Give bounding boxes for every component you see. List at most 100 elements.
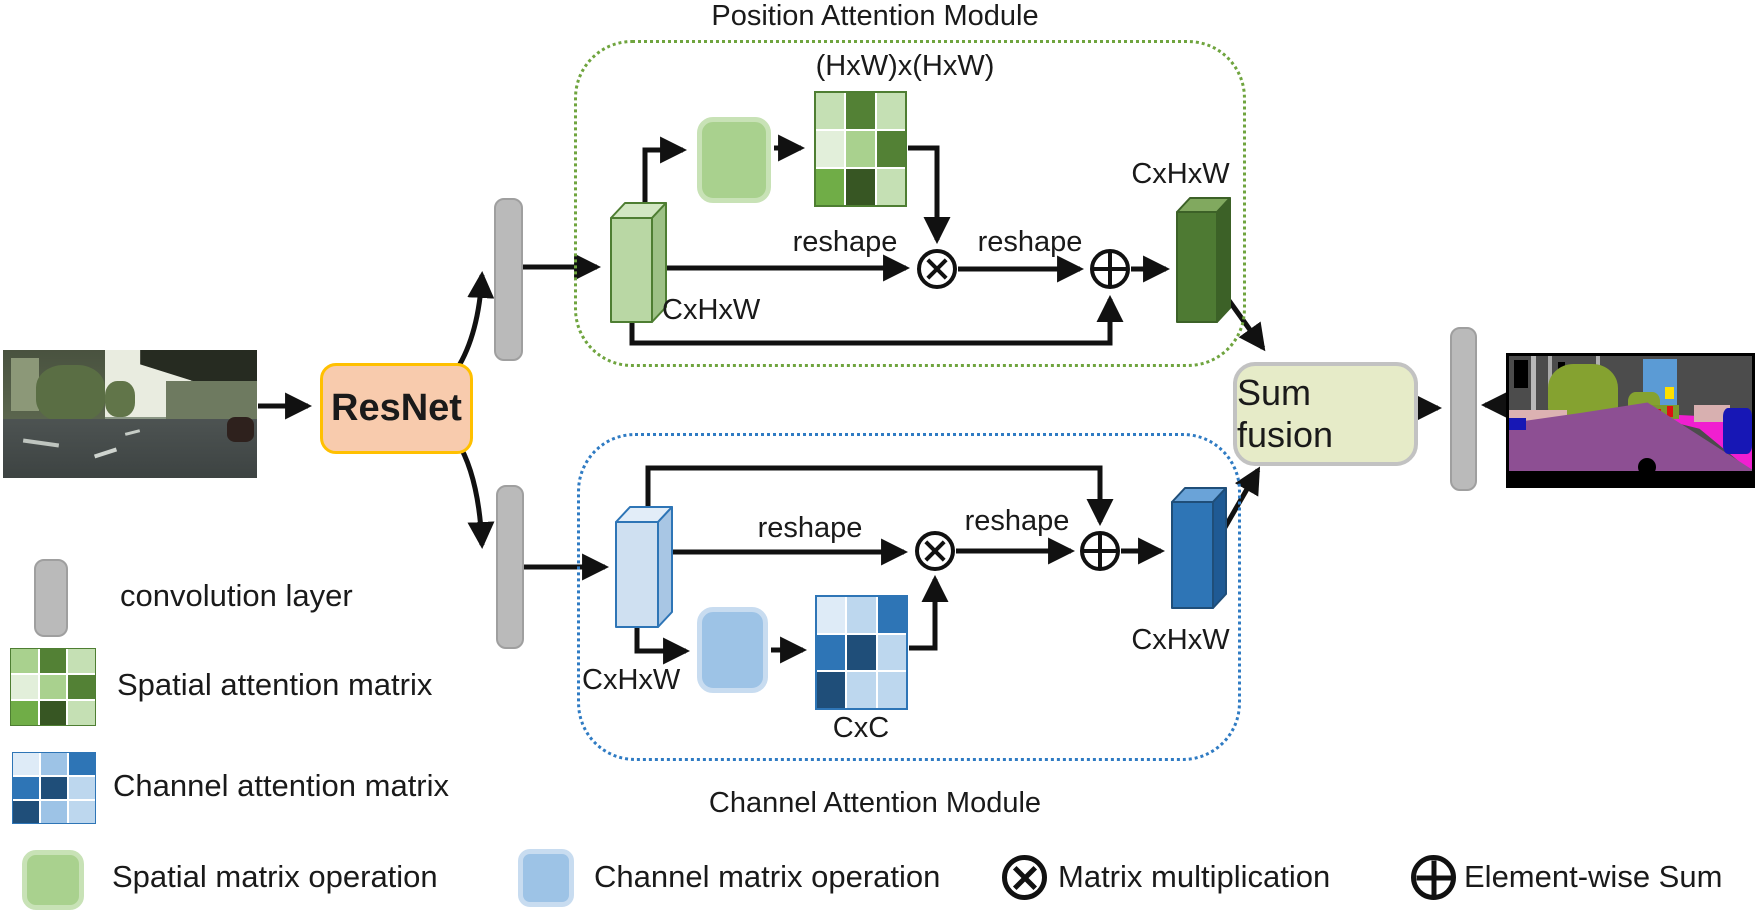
matrix-cell bbox=[11, 649, 38, 673]
seg-hood-black bbox=[1509, 470, 1752, 485]
sum-fusion-label: Sum fusion bbox=[1237, 372, 1334, 455]
photo-car-right bbox=[226, 416, 255, 443]
legend-channel-matrix-label: Channel attention matrix bbox=[113, 768, 450, 803]
wire-bottom-bypass bbox=[645, 465, 1114, 527]
matrix-cell bbox=[41, 753, 67, 775]
arrow-bluetensor-to-channel-op bbox=[634, 628, 691, 665]
matrix-cell bbox=[877, 672, 906, 708]
reshape-bottom-right-label: reshape bbox=[964, 505, 1070, 537]
matrix-cell bbox=[846, 169, 875, 205]
seg-navy-left bbox=[1509, 417, 1526, 430]
matrix-cell bbox=[817, 634, 846, 671]
legend-elemsum-label: Element-wise Sum bbox=[1464, 859, 1723, 894]
matrix-cell bbox=[846, 93, 875, 129]
matrix-cell bbox=[816, 169, 845, 205]
sum-fusion-box: Sum fusion bbox=[1233, 362, 1418, 466]
seg-sign-yellow bbox=[1664, 386, 1675, 399]
blue-tensor-label: CxHxW bbox=[582, 664, 681, 696]
legend-channel-op-label: Channel matrix operation bbox=[594, 859, 941, 894]
seg-wall-pink-right bbox=[1693, 405, 1731, 422]
matrix-cell bbox=[13, 753, 39, 775]
position-module-frame bbox=[574, 40, 1246, 367]
channel-matrix-size-label: CxC bbox=[832, 712, 890, 744]
matrix-cell bbox=[39, 649, 67, 673]
spatial-attention-matrix bbox=[814, 91, 907, 207]
legend-matmul-icon bbox=[1002, 855, 1047, 900]
matrix-cell bbox=[68, 649, 95, 673]
legend-spatial-matrix-swatch bbox=[10, 648, 96, 726]
seg-pole-1 bbox=[1530, 356, 1536, 416]
legend-matmul-label: Matrix multiplication bbox=[1058, 859, 1331, 894]
channel-attention-matrix bbox=[815, 595, 908, 710]
position-module-title: Position Attention Module bbox=[711, 0, 1039, 32]
legend-spatial-op-swatch bbox=[22, 850, 84, 910]
matrix-cell bbox=[846, 131, 875, 167]
dark-green-tensor-block bbox=[1176, 197, 1231, 323]
matrix-cell bbox=[816, 131, 845, 167]
matrix-cell bbox=[69, 801, 95, 823]
matrix-cell bbox=[41, 801, 67, 823]
matrix-cell bbox=[847, 672, 876, 708]
seg-object-black-circle bbox=[1637, 457, 1656, 476]
matrix-cell bbox=[39, 701, 67, 725]
matrix-cell bbox=[876, 169, 905, 205]
reshape-bottom-left-label: reshape bbox=[757, 512, 863, 544]
arrow-greentensor-to-spatial-op bbox=[642, 136, 688, 206]
photo-road bbox=[3, 419, 257, 478]
wire-top-bypass bbox=[629, 294, 1124, 346]
channel-module-frame bbox=[577, 433, 1241, 761]
matrix-cell bbox=[69, 753, 95, 775]
arrow-spatialmatrix-to-matmul bbox=[908, 145, 951, 245]
green-tensor-label: CxHxW bbox=[662, 294, 761, 326]
elemsum-operator-bottom bbox=[1080, 531, 1120, 571]
legend-spatial-op-label: Spatial matrix operation bbox=[112, 859, 438, 894]
legend-conv-layer-label: convolution layer bbox=[120, 578, 353, 613]
matrix-cell bbox=[847, 597, 876, 633]
bottom-conv-layer bbox=[496, 485, 524, 649]
matrix-cell bbox=[11, 701, 38, 725]
output-segmentation-image bbox=[1506, 353, 1755, 488]
resnet-box: ResNet bbox=[320, 363, 473, 454]
final-conv-layer bbox=[1450, 327, 1477, 491]
matrix-cell bbox=[817, 672, 846, 708]
matrix-cell bbox=[41, 777, 67, 799]
blue-tensor-block bbox=[615, 506, 673, 628]
arrow-channelmatrix-to-matmul bbox=[909, 574, 949, 651]
matrix-cell bbox=[877, 634, 906, 671]
matrix-cell bbox=[816, 93, 845, 129]
arrow-resnet-to-top-conv bbox=[454, 270, 495, 371]
dark-blue-tensor-block bbox=[1171, 487, 1227, 609]
matrix-cell bbox=[817, 597, 846, 633]
channel-matrix-operation-box bbox=[697, 607, 768, 693]
matmul-operator-top bbox=[917, 249, 957, 289]
reshape-top-right-label: reshape bbox=[977, 226, 1083, 258]
seg-car-navy-right bbox=[1722, 407, 1752, 455]
seg-black-bit-1 bbox=[1513, 359, 1529, 389]
dark-blue-tensor-label: CxHxW bbox=[1131, 624, 1230, 656]
matrix-cell bbox=[11, 675, 38, 699]
seg-person-red-2 bbox=[1666, 406, 1674, 417]
reshape-top-left-label: reshape bbox=[792, 226, 898, 258]
matrix-cell bbox=[876, 131, 905, 167]
green-tensor-block bbox=[610, 202, 667, 323]
photo-tree-left bbox=[36, 365, 105, 422]
matrix-cell bbox=[39, 675, 67, 699]
matrix-cell bbox=[877, 597, 906, 633]
matrix-cell bbox=[13, 777, 39, 799]
matrix-cell bbox=[13, 801, 39, 823]
legend-elemsum-icon bbox=[1411, 855, 1456, 900]
elemsum-operator-top bbox=[1090, 249, 1130, 289]
matrix-cell bbox=[876, 93, 905, 129]
matmul-operator-bottom bbox=[915, 531, 955, 571]
legend-conv-layer-swatch bbox=[34, 559, 68, 637]
matrix-cell bbox=[847, 634, 876, 671]
dark-green-tensor-label: CxHxW bbox=[1131, 158, 1230, 190]
legend-channel-matrix-swatch bbox=[12, 752, 96, 824]
matrix-cell bbox=[68, 675, 95, 699]
input-street-image bbox=[3, 350, 257, 478]
spatial-matrix-size-label: (HxW)x(HxW) bbox=[815, 50, 995, 82]
matrix-cell bbox=[68, 701, 95, 725]
matrix-cell bbox=[69, 777, 95, 799]
